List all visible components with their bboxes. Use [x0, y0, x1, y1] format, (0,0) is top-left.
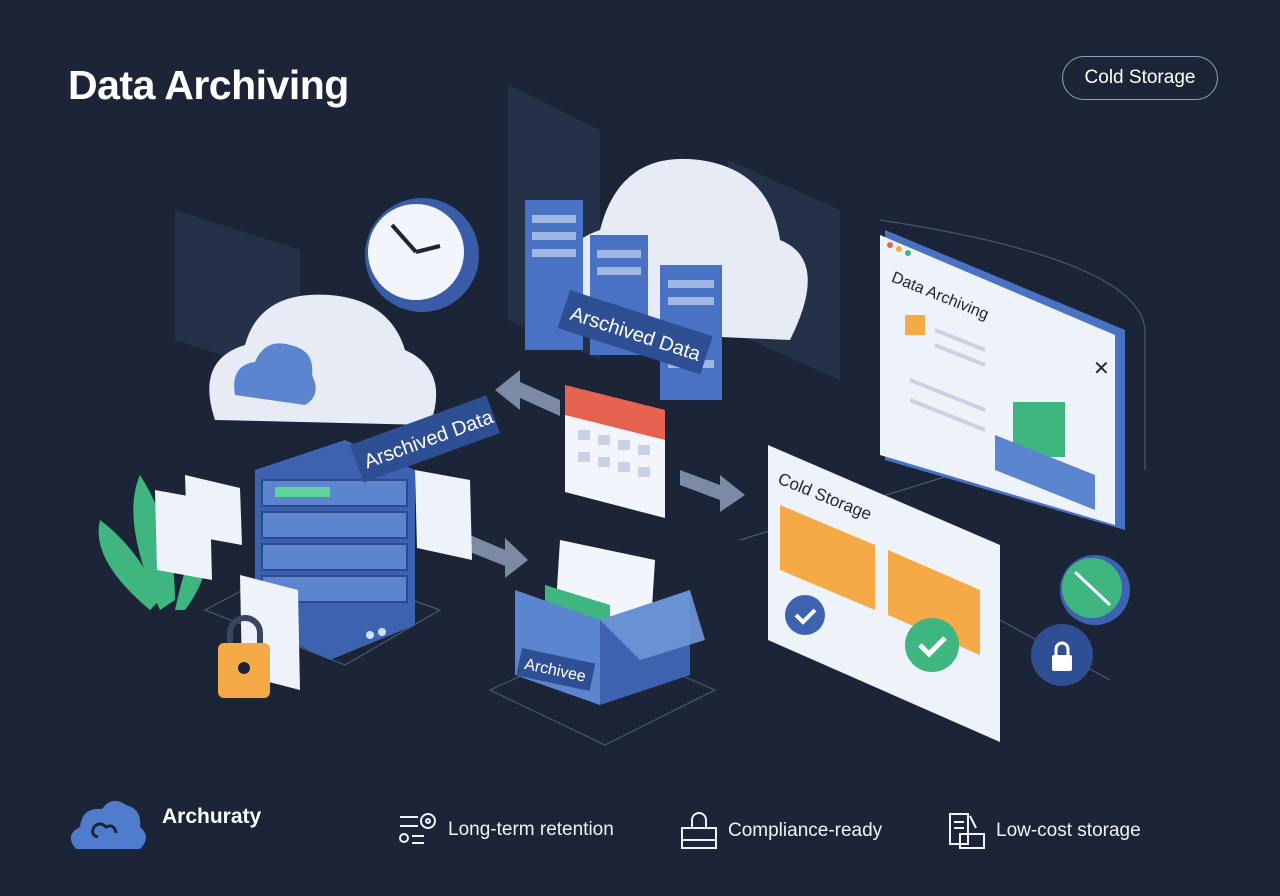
brand-name: Archuraty — [162, 805, 262, 828]
feature-long-term-retention: Long-term retention — [398, 812, 614, 848]
cloud-left — [209, 294, 437, 425]
compliance-icon — [681, 812, 717, 849]
feature-label: Long-term retention — [448, 819, 614, 840]
close-icon[interactable]: ✕ — [1093, 358, 1110, 380]
lock-badge-icon — [1031, 624, 1093, 686]
document-icons — [155, 470, 472, 690]
padlock-icon — [218, 615, 270, 698]
cold-storage-panel: Cold Storage — [768, 445, 1000, 742]
cloud-archive-top: Arschived Data — [525, 158, 808, 400]
folder-icon — [780, 505, 875, 610]
page-title: Data Archiving — [68, 62, 349, 108]
retention-icon — [399, 813, 436, 844]
feature-low-cost-storage: Low-cost storage — [948, 812, 1141, 850]
archiving-window: Data Archiving ✕ — [880, 230, 1125, 530]
folder-icon — [888, 550, 980, 655]
feature-label: Compliance-ready — [728, 820, 883, 841]
brand-cloud-icon — [70, 800, 146, 849]
check-icon — [785, 595, 825, 635]
feature-compliance-ready: Compliance-ready — [680, 812, 882, 850]
calendar-icon — [565, 385, 665, 518]
archive-box: Archivee — [515, 540, 705, 705]
no-sync-badge-icon — [1060, 555, 1130, 625]
cold-storage-badge[interactable]: Cold Storage — [1062, 56, 1218, 100]
feature-label: Low-cost storage — [996, 820, 1141, 841]
flow-arrows — [470, 370, 745, 578]
clock-icon — [365, 198, 479, 312]
check-icon — [905, 618, 959, 672]
brand: Archuraty — [68, 795, 261, 851]
storage-icon — [949, 813, 985, 849]
